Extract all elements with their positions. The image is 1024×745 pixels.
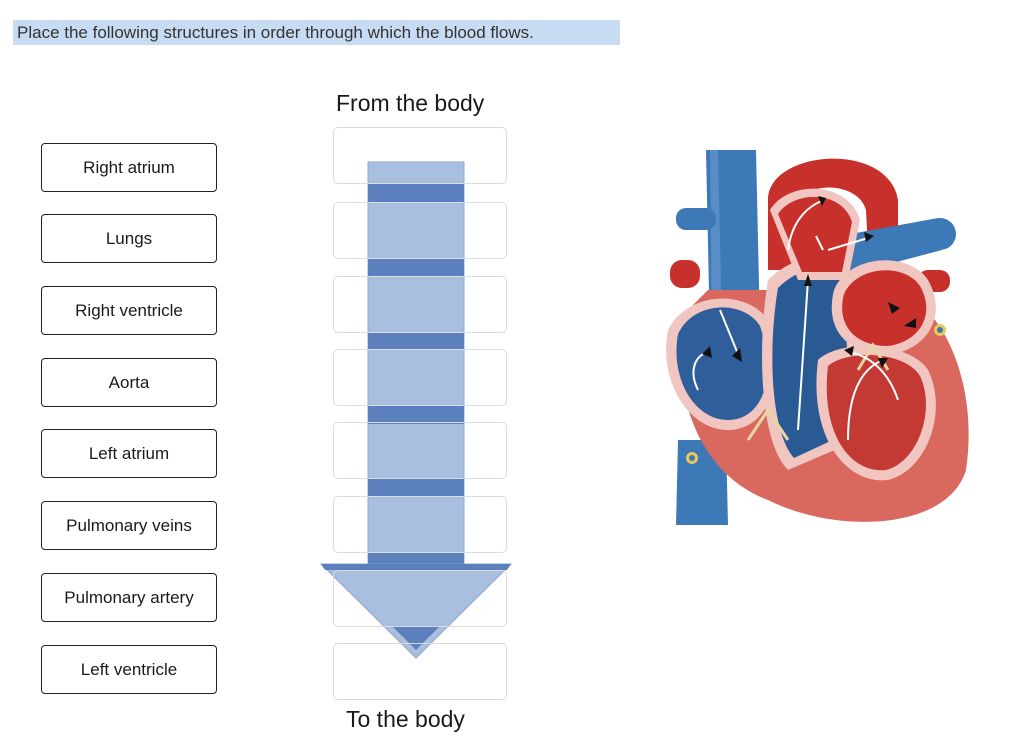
down-arrow-graphic xyxy=(319,161,513,659)
chip-aorta[interactable]: Aorta xyxy=(41,358,217,407)
chip-lungs[interactable]: Lungs xyxy=(41,214,217,263)
drop-slot-7[interactable] xyxy=(333,570,507,627)
flow-bottom-label: To the body xyxy=(346,706,465,732)
drop-slot-4[interactable] xyxy=(333,349,507,406)
drop-slot-5[interactable] xyxy=(333,422,507,479)
drop-slot-3[interactable] xyxy=(333,276,507,333)
heart-cross-section-image xyxy=(666,150,969,525)
chip-pulmonary-veins[interactable]: Pulmonary veins xyxy=(41,501,217,550)
chip-left-ventricle[interactable]: Left ventricle xyxy=(41,645,217,694)
chip-pulmonary-artery[interactable]: Pulmonary artery xyxy=(41,573,217,622)
chip-left-atrium[interactable]: Left atrium xyxy=(41,429,217,478)
drop-slot-2[interactable] xyxy=(333,202,507,259)
drop-slot-1[interactable] xyxy=(333,127,507,184)
chip-right-atrium[interactable]: Right atrium xyxy=(41,143,217,192)
chip-right-ventricle[interactable]: Right ventricle xyxy=(41,286,217,335)
question-prompt: Place the following structures in order … xyxy=(13,20,620,45)
drop-slot-8[interactable] xyxy=(333,643,507,700)
drop-slot-6[interactable] xyxy=(333,496,507,553)
flow-top-label: From the body xyxy=(336,90,485,116)
